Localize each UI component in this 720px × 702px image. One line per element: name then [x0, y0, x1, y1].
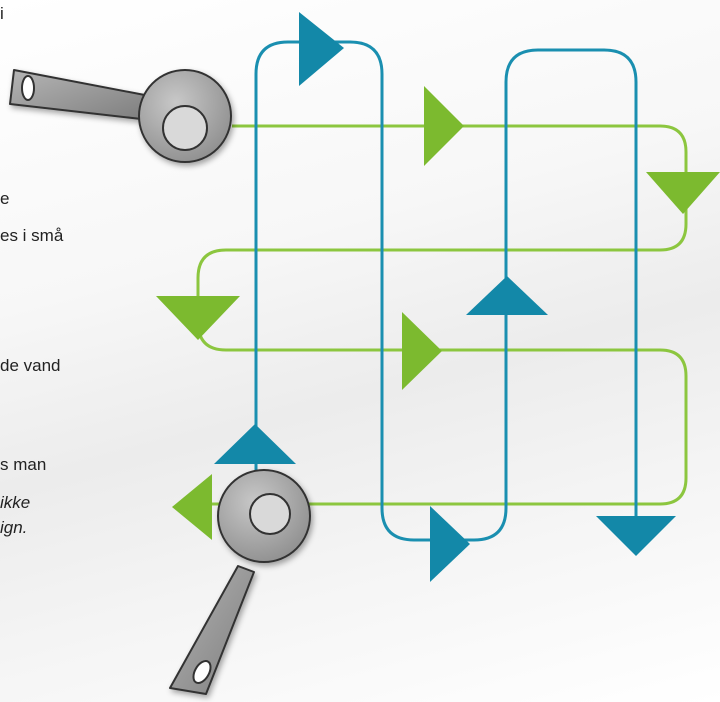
text-fragment-4: de vand — [0, 356, 61, 375]
text-fragment-2: e — [0, 189, 10, 208]
green-arrow-down-right — [646, 172, 720, 214]
valve-top-icon — [9, 69, 232, 163]
green-arrow-right-top — [424, 86, 464, 166]
text-fragment-6a: ikke — [0, 493, 31, 512]
text-fragment-6b: ign. — [0, 518, 28, 537]
blue-arrow-up-left — [214, 424, 296, 464]
text-fragment-5: s man — [0, 455, 47, 474]
green-arrow-left-bottom — [172, 474, 212, 540]
text-fragment-1: i — [0, 4, 4, 23]
green-arrow-right-mid — [402, 312, 442, 390]
valve-bottom-icon — [169, 469, 311, 695]
green-arrow-down-left — [156, 296, 240, 340]
blue-arrow-up-mid — [466, 276, 548, 315]
blue-arrow-right-bottom — [430, 506, 470, 582]
blue-arrow-down-right — [596, 516, 676, 556]
text-fragment-3: es i små — [0, 226, 64, 245]
blue-arrow-right-top — [299, 12, 344, 86]
